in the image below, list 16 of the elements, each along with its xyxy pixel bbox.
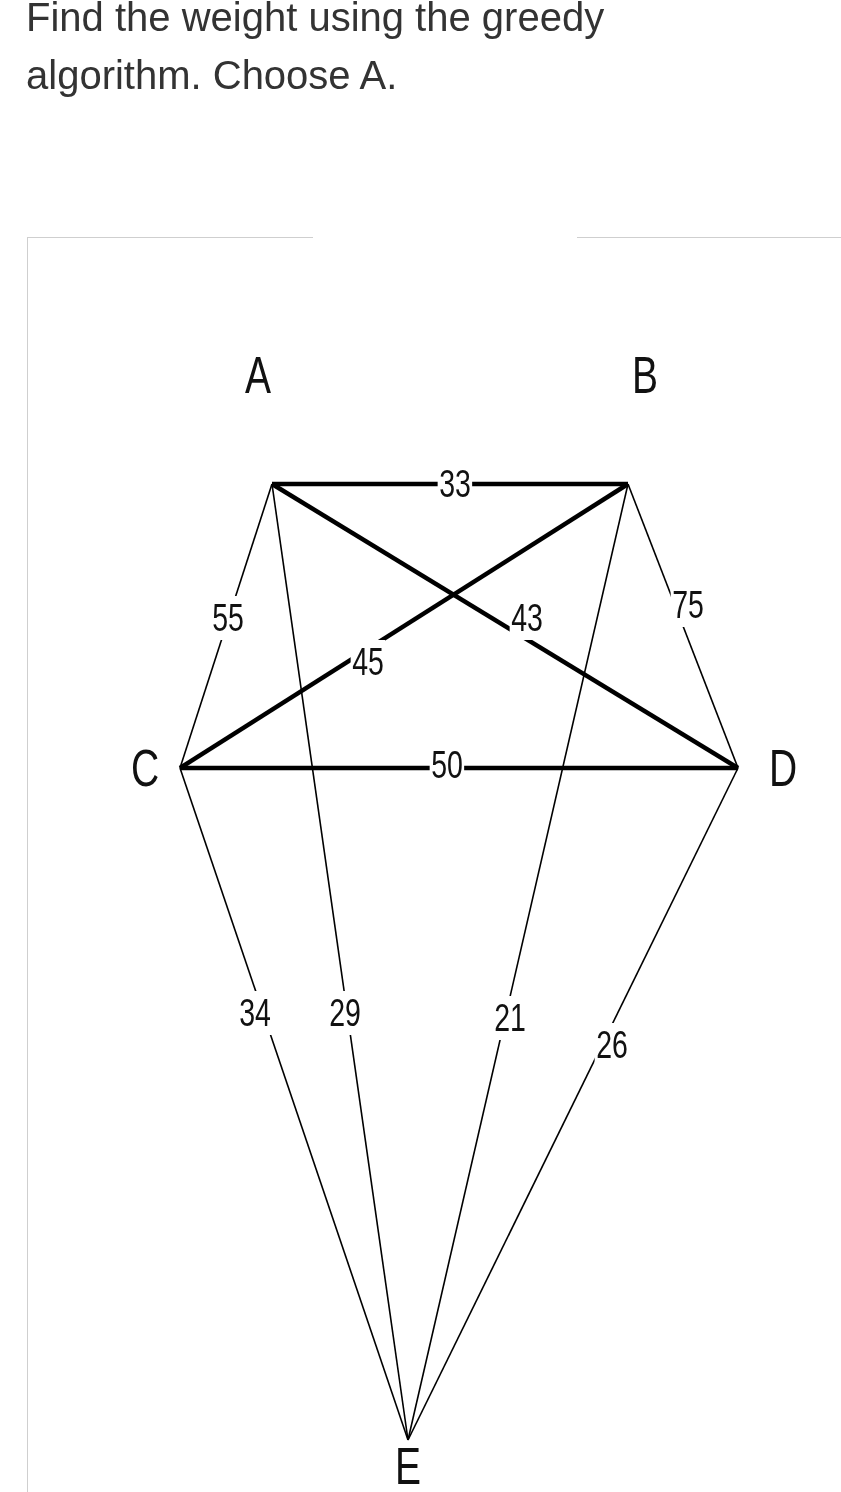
graph-edge (627, 483, 739, 769)
edge-weight: 34 (237, 991, 273, 1035)
graph-edge (407, 767, 739, 1441)
graph-edge (179, 767, 409, 1441)
graph-edge (271, 483, 409, 1441)
vertex-label: E (395, 1438, 421, 1492)
edge-weight: 21 (492, 996, 528, 1040)
question-text: Find the weight using the greedy algorithm. Choose A. (26, 0, 606, 99)
vertex-label: D (768, 740, 798, 796)
edge-weight: 55 (210, 596, 246, 640)
graph-edge (180, 765, 738, 771)
vertex-label: C (130, 740, 160, 796)
edge-weight: 29 (327, 991, 363, 1035)
graph-edge (272, 481, 628, 487)
vertex-label: B (632, 347, 658, 403)
vertex-label: A (245, 347, 271, 403)
